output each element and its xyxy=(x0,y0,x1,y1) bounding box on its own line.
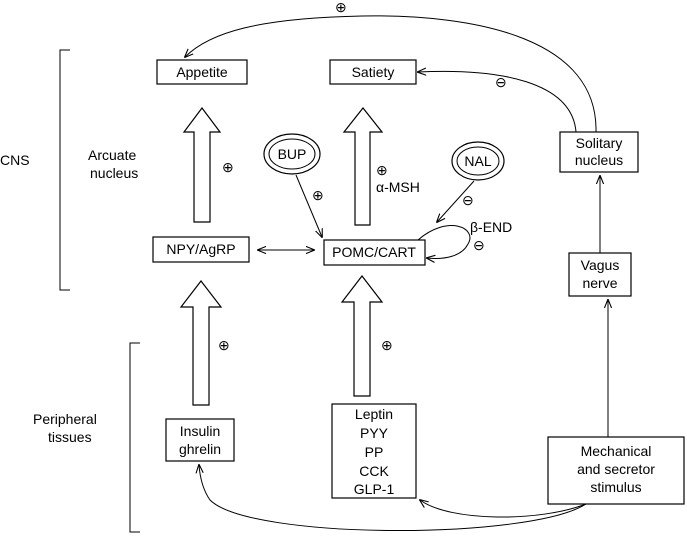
solitary-nucleus-box xyxy=(559,131,639,173)
solitary-appetite-plus-sign: ⊕ xyxy=(335,0,347,15)
satiety-box xyxy=(329,59,417,85)
appetite-label: Appetite xyxy=(176,64,228,80)
hormones-box xyxy=(331,403,417,499)
pomc-cart-box xyxy=(323,239,426,266)
hormone-pp: PP xyxy=(365,444,384,460)
solitary-to-appetite-arrow xyxy=(185,15,597,133)
solitary-to-satiety-arrow xyxy=(418,71,577,133)
nal-label: NAL xyxy=(464,153,491,169)
solitary-label-line2: nucleus xyxy=(575,152,623,168)
hormone-cck: CCK xyxy=(359,463,389,479)
pomc-satiety-plus-sign: ⊕ xyxy=(376,162,388,178)
hormones-list: Leptin PYY PP CCK GLP-1 xyxy=(354,406,395,497)
solitary-label-line1: Solitary xyxy=(576,135,623,151)
appetite-box xyxy=(156,59,248,85)
satiety-label: Satiety xyxy=(352,64,395,80)
hormones-to-pomc-big-arrow xyxy=(340,275,384,397)
cns-bracket xyxy=(59,49,70,291)
nal-to-beta-end-arrow xyxy=(437,180,475,222)
peripheral-label-line2: tissues xyxy=(48,429,92,445)
npy-appetite-plus-sign: ⊕ xyxy=(222,159,234,175)
insulin-to-npy-big-arrow xyxy=(179,280,223,406)
insulin-ghrelin-box xyxy=(165,418,235,462)
peripheral-bracket xyxy=(129,342,140,533)
solitary-satiety-minus-sign: ⊖ xyxy=(495,74,507,90)
mechanical-to-insulin-arrow xyxy=(199,465,587,532)
peripheral-label-line1: Peripheral xyxy=(33,411,97,427)
mechanical-to-hormones-arrow xyxy=(420,500,587,518)
hormones-pomc-plus-sign: ⊕ xyxy=(381,337,393,353)
mechanical-label-line2: and secretor xyxy=(577,461,655,477)
pomc-to-satiety-big-arrow xyxy=(342,107,384,226)
hormone-leptin: Leptin xyxy=(355,406,393,422)
bup-label: BUP xyxy=(278,146,307,162)
insulin-npy-plus-sign: ⊕ xyxy=(218,337,230,353)
beta-end-feedback-loop xyxy=(417,225,471,259)
mechanical-label-line1: Mechanical xyxy=(581,443,652,459)
beta-end-minus-sign: ⊖ xyxy=(473,237,485,253)
nal-outer-ellipse xyxy=(451,141,505,181)
nal-inner-ellipse xyxy=(456,146,500,176)
arcuate-label-line2: nucleus xyxy=(90,165,138,181)
bup-plus-sign: ⊕ xyxy=(312,187,324,203)
hormone-glp1: GLP-1 xyxy=(354,481,395,497)
vagus-label-line2: nerve xyxy=(582,275,617,291)
bup-to-pomc-arrow xyxy=(295,174,322,237)
vagus-nerve-box xyxy=(568,252,632,297)
mechanical-stimulus-box xyxy=(547,436,685,505)
npy-to-appetite-big-arrow xyxy=(182,107,222,223)
mechanical-label-line3: stimulus xyxy=(590,479,641,495)
alpha-msh-label: α-MSH xyxy=(376,179,420,195)
hormone-pyy: PYY xyxy=(360,425,389,441)
beta-end-label: β-END xyxy=(470,219,512,235)
bup-outer-ellipse xyxy=(263,133,321,175)
npy-agrp-box xyxy=(152,236,250,263)
nal-minus-sign: ⊖ xyxy=(462,192,474,208)
vagus-label-line1: Vagus xyxy=(581,257,620,273)
cns-label: CNS xyxy=(0,152,30,168)
insulin-label-line2: ghrelin xyxy=(179,441,221,457)
npy-agrp-label: NPY/AgRP xyxy=(166,241,235,257)
bup-inner-ellipse xyxy=(268,138,316,170)
pomc-cart-label: POMC/CART xyxy=(332,244,416,260)
arcuate-label-line1: Arcuate xyxy=(88,147,136,163)
insulin-label-line1: Insulin xyxy=(180,423,220,439)
